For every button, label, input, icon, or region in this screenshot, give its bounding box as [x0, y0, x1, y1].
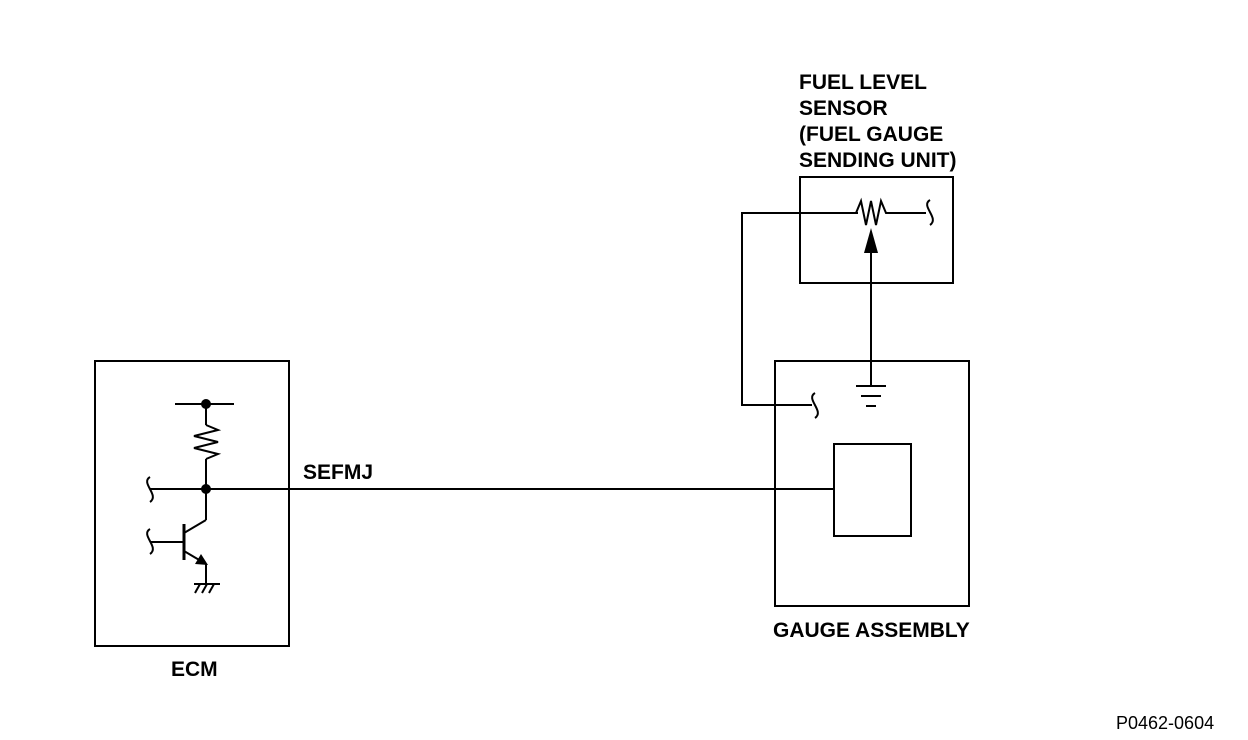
- fuel-sensor-label-line-3: (FUEL GAUGE: [799, 123, 943, 146]
- fuel-sensor-label-line-1: FUEL LEVEL: [799, 71, 927, 94]
- gauge-assembly-label: GAUGE ASSEMBLY: [773, 619, 970, 642]
- ecm-ground-hatch-2: [201, 583, 208, 594]
- gauge-meter-box: [833, 443, 912, 537]
- sensor-wire-break: [926, 199, 934, 226]
- gauge-assembly-box: [774, 360, 970, 607]
- ecm-label: ECM: [171, 658, 218, 681]
- signal-wire-label: SEFMJ: [303, 461, 373, 484]
- fuel-sensor-box: [799, 176, 954, 284]
- ecm-box: [94, 360, 290, 647]
- ecm-ground-hatch-1: [194, 583, 201, 594]
- sensor-variable-resistor: [855, 197, 926, 226]
- ecm-pullup-resistor: [193, 424, 222, 460]
- sensor-return-wire: [741, 212, 858, 406]
- ecm-collector: [183, 519, 207, 534]
- fuel-sensor-label-line-2: SENSOR: [799, 97, 888, 120]
- sensor-wiper-arrow: [864, 228, 878, 253]
- figure-id: P0462-0604: [1116, 713, 1214, 733]
- fuel-sensor-label-line-4: SENDING UNIT): [799, 149, 957, 172]
- ecm-emitter-arrow: [195, 554, 208, 565]
- gauge-wire-break: [811, 392, 819, 419]
- ecm-ground-hatch-3: [208, 583, 215, 594]
